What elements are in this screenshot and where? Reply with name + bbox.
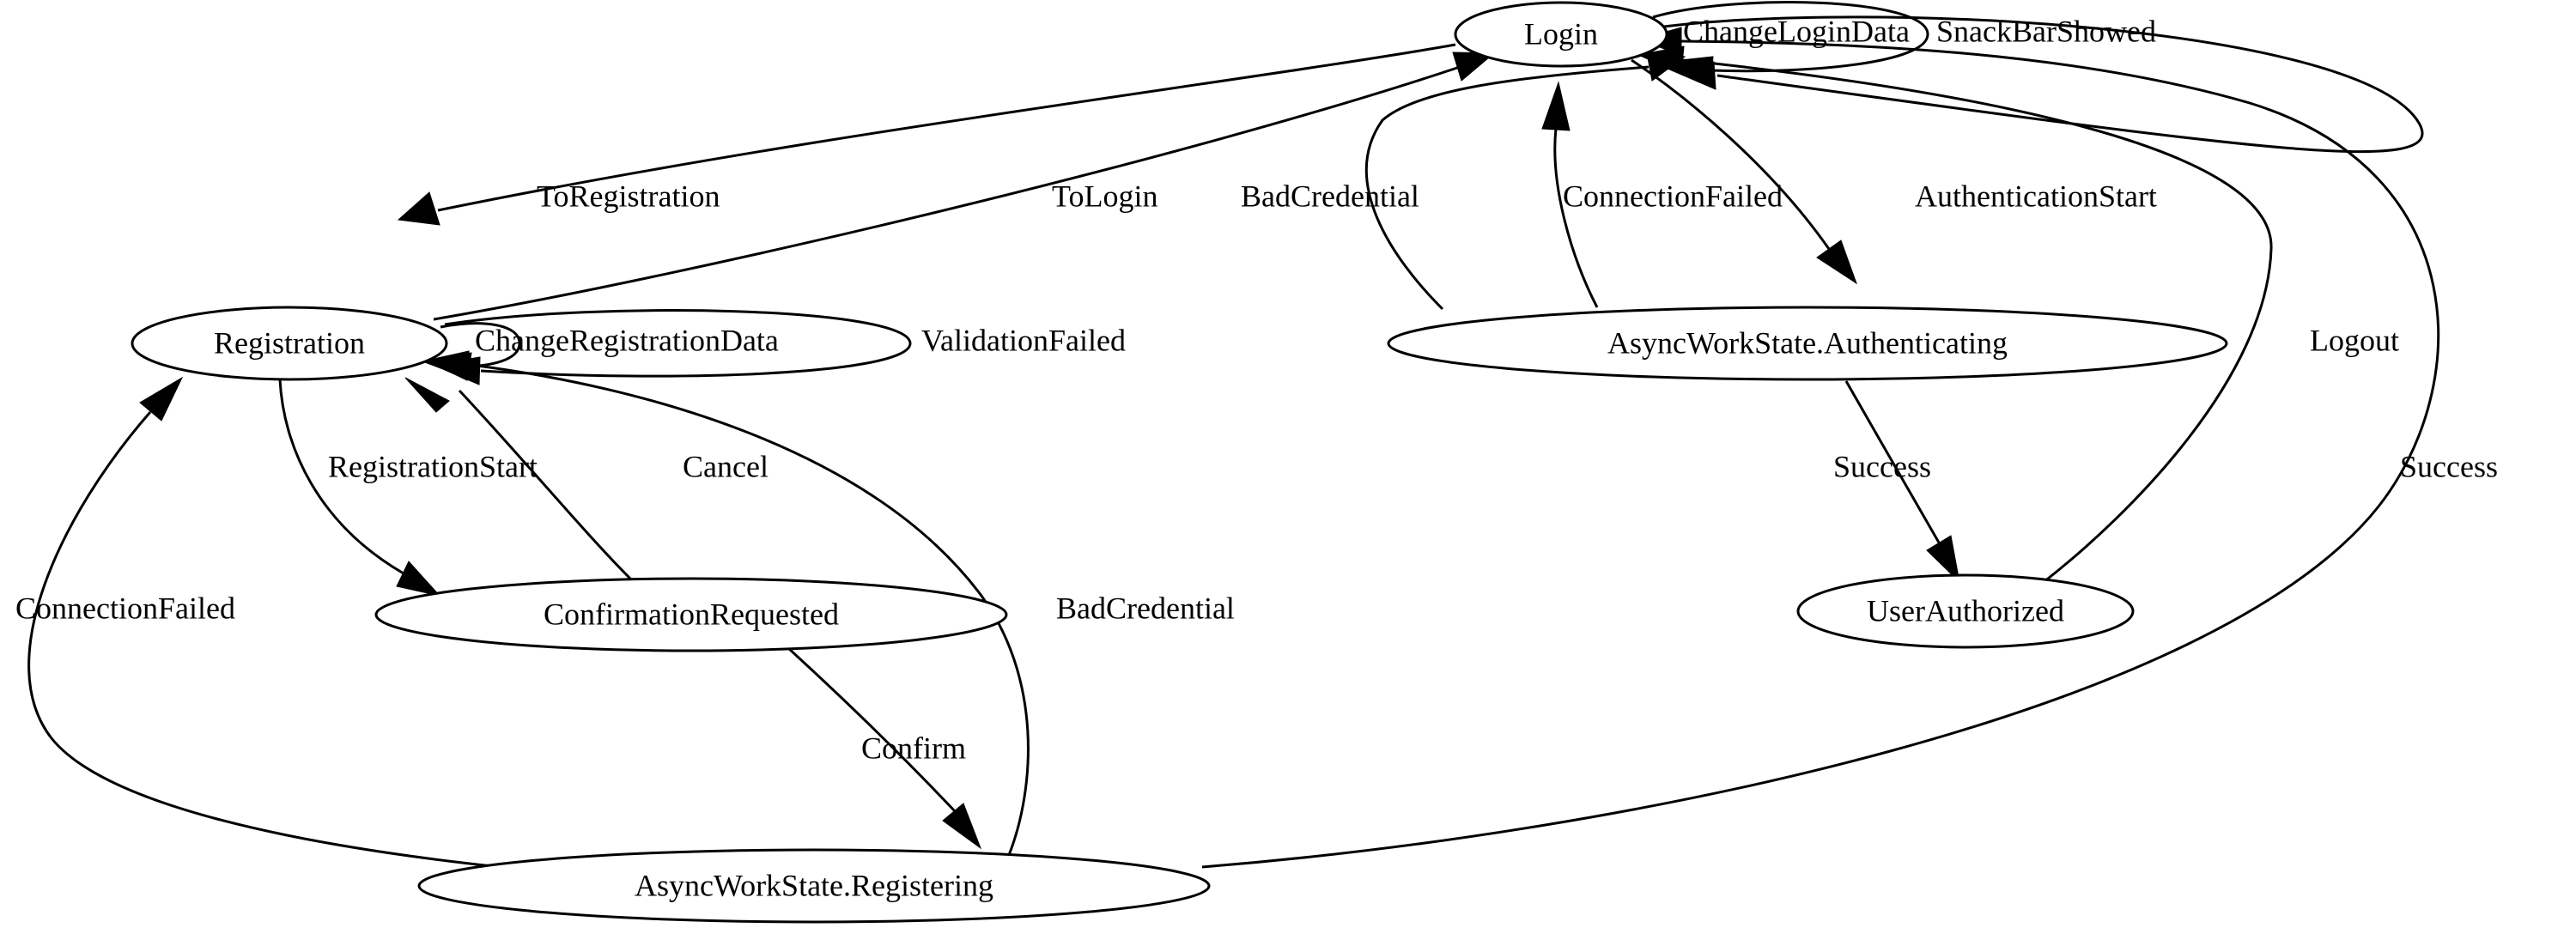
node-registering-label: AsyncWorkState.Registering <box>635 868 993 902</box>
edge-label-to-registration: ToRegistration <box>537 179 720 213</box>
node-registration-ellipse[interactable] <box>131 306 448 381</box>
node-layer: Login Registration AsyncWorkState.Authen… <box>131 1 2228 924</box>
node-login-label: Login <box>1524 16 1598 51</box>
node-authenticating-label: AsyncWorkState.Authenticating <box>1607 325 2008 360</box>
node-registering-ellipse[interactable] <box>417 848 1211 924</box>
node-registration[interactable]: Registration <box>131 306 448 381</box>
edge-label-confirm: Confirm <box>861 731 966 765</box>
node-user-authorized-ellipse[interactable] <box>1796 573 2135 649</box>
edge-label-cancel: Cancel <box>683 449 769 483</box>
node-confirmation-requested[interactable]: ConfirmationRequested <box>374 577 1008 652</box>
edge-label-bad-credential-login: BadCredential <box>1241 179 1419 213</box>
edge-label-change-login-data: ChangeLoginData <box>1683 14 1910 48</box>
edge-label-change-registration-data: ChangeRegistrationData <box>475 323 779 357</box>
edge-label-success-registering: Success <box>2400 449 2498 483</box>
node-login[interactable]: Login <box>1454 1 1668 68</box>
edge-label-registration-start: RegistrationStart <box>328 449 538 483</box>
edge-registering-to-login[interactable] <box>1201 27 2440 869</box>
node-user-authorized-label: UserAuthorized <box>1867 593 2064 628</box>
edge-layer <box>27 1 2440 879</box>
edge-authenticating-to-userauthorized[interactable] <box>1844 380 1960 584</box>
edge-label-to-login: ToLogin <box>1052 179 1157 213</box>
edge-confirmation-to-registration[interactable] <box>404 377 633 581</box>
edge-login-to-authenticating[interactable] <box>1631 58 1857 285</box>
edge-registering-to-registration-bad-credential[interactable] <box>421 350 1030 856</box>
edge-label-validation-failed: ValidationFailed <box>921 323 1126 357</box>
node-confirmation-requested-ellipse[interactable] <box>374 577 1008 652</box>
edge-userauthorized-to-login[interactable] <box>1637 45 2273 584</box>
edge-label-authentication-start: AuthenticationStart <box>1915 179 2157 213</box>
edge-registration-to-confirmation[interactable] <box>278 379 441 597</box>
edge-label-connection-failed-registration: ConnectionFailed <box>15 591 235 625</box>
node-registration-label: Registration <box>214 325 365 360</box>
edge-login-to-registration[interactable] <box>397 43 1456 226</box>
node-confirmation-requested-label: ConfirmationRequested <box>544 597 839 631</box>
node-registering[interactable]: AsyncWorkState.Registering <box>417 848 1211 924</box>
node-authenticating[interactable]: AsyncWorkState.Authenticating <box>1387 306 2228 381</box>
edge-confirmation-to-registering[interactable] <box>787 646 982 850</box>
edge-label-success-authorized: Success <box>1833 449 1931 483</box>
edge-label-connection-failed-login: ConnectionFailed <box>1563 179 1783 213</box>
node-authenticating-ellipse[interactable] <box>1387 306 2228 381</box>
node-login-ellipse[interactable] <box>1454 1 1668 68</box>
edge-label-layer: ToRegistration ToLogin ChangeLoginData S… <box>15 14 2498 765</box>
edge-label-snackbar-showed: SnackBarShowed <box>1936 14 2156 48</box>
edge-label-bad-credential-registration: BadCredential <box>1056 591 1235 625</box>
edge-registering-to-registration-connection-failed[interactable] <box>27 376 619 879</box>
edge-label-logout: Logout <box>2310 323 2399 357</box>
node-user-authorized[interactable]: UserAuthorized <box>1796 573 2135 649</box>
edge-authenticating-to-login-connection-failed[interactable] <box>1541 81 1599 308</box>
